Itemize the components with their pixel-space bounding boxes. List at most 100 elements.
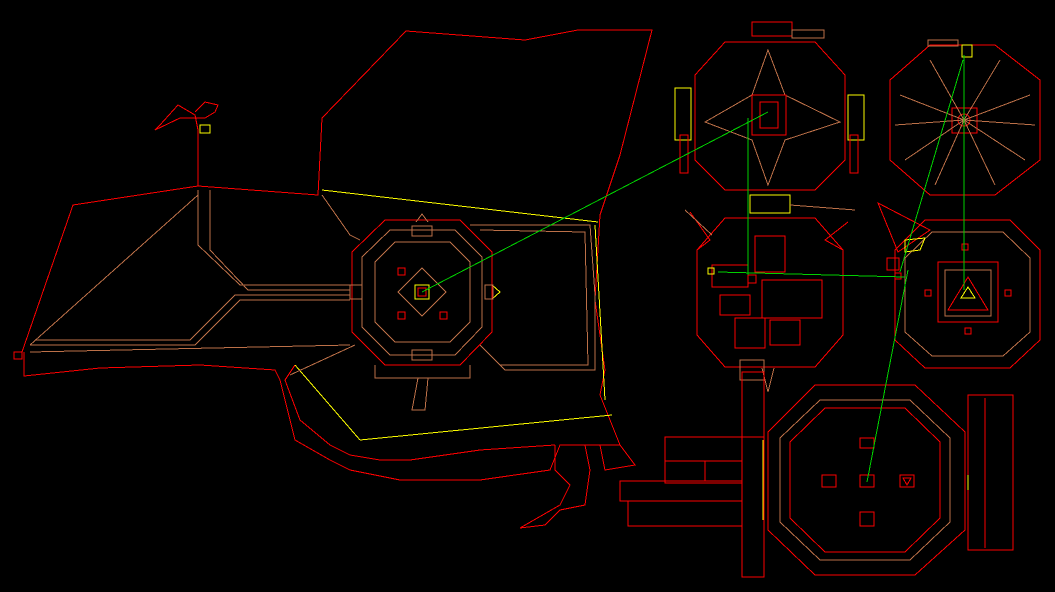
hub-pillar-se bbox=[439, 311, 448, 320]
east-yard-step bbox=[470, 224, 596, 371]
cliff-step-1 bbox=[294, 364, 361, 441]
arena-east-hall bbox=[967, 394, 1014, 551]
machine-room-box-b bbox=[711, 264, 749, 288]
star-room-north-ext bbox=[791, 29, 825, 39]
hub-inner-ring bbox=[361, 229, 483, 356]
south-east-arena bbox=[767, 384, 1014, 576]
machine-room-box-a bbox=[754, 235, 786, 273]
arena-box-n bbox=[859, 437, 875, 449]
arena-box-w bbox=[821, 474, 837, 488]
pyramid-room-inner bbox=[904, 231, 1031, 357]
pyramid-room-west-door[interactable] bbox=[886, 257, 900, 271]
courtyard-outer-wall bbox=[21, 29, 653, 481]
hub-south-stairs bbox=[411, 349, 433, 361]
hub-east-door[interactable] bbox=[484, 284, 494, 300]
pyramid-room-marker-n bbox=[961, 243, 969, 251]
hub-south-stair bbox=[411, 377, 429, 411]
arena-box-c bbox=[859, 474, 875, 488]
star-room-inner bbox=[759, 101, 779, 129]
machine-room-south-door[interactable] bbox=[739, 359, 765, 381]
pyramid-room-west-spike bbox=[877, 201, 931, 253]
hub-east-arrow bbox=[491, 284, 501, 300]
fan-room-spokes bbox=[894, 59, 1036, 186]
hub-outer-wall bbox=[351, 219, 493, 366]
hub-floor bbox=[374, 241, 471, 343]
pyramid-room-marker-s bbox=[964, 327, 972, 335]
machine-room-nw-spike-step bbox=[684, 209, 713, 236]
cliff-step-3 bbox=[289, 344, 356, 376]
teleport-fan-to-pyramid-west bbox=[899, 59, 964, 273]
fan-room-north-ledge bbox=[927, 39, 959, 47]
star-room-south-box bbox=[749, 194, 791, 214]
machine-room-box-f bbox=[769, 319, 801, 346]
north-path-step-inner bbox=[209, 190, 350, 291]
south-tower-ledge bbox=[599, 444, 636, 471]
spire-marker bbox=[199, 124, 211, 134]
teleport-pyramid-to-arena bbox=[866, 269, 909, 483]
corridor-branch-1 bbox=[664, 436, 743, 462]
east-yard-step-inner bbox=[479, 229, 589, 366]
southwest-cliff bbox=[284, 364, 556, 461]
hub-pillar-nw bbox=[397, 267, 406, 276]
star-room-outer bbox=[694, 41, 846, 191]
arena-inner bbox=[779, 399, 951, 561]
corridor-branch-2 bbox=[664, 460, 743, 484]
star-room-core bbox=[751, 94, 787, 136]
pyramid-room-west-switch[interactable] bbox=[894, 272, 902, 280]
fan-room-north-switch[interactable] bbox=[961, 44, 973, 58]
north-ledge-yellow bbox=[321, 189, 599, 223]
east-pyramid-room bbox=[877, 201, 1041, 369]
teleport-lines bbox=[421, 55, 965, 483]
cliff-step-2 bbox=[359, 414, 613, 441]
machine-room-key bbox=[747, 274, 757, 284]
hub-north-stairs bbox=[411, 225, 433, 237]
corridor-branch-4 bbox=[627, 500, 743, 527]
pyramid-room-marker-e bbox=[1004, 289, 1012, 297]
star-room-east-door[interactable] bbox=[847, 94, 865, 141]
machine-room-switch[interactable] bbox=[707, 267, 715, 275]
machine-room-ne-spike bbox=[824, 221, 849, 251]
hub-pillar-sw bbox=[397, 311, 406, 320]
machine-room-box-c bbox=[761, 279, 823, 319]
east-machine-room bbox=[684, 194, 856, 393]
arena-floor bbox=[789, 407, 941, 553]
star-room-west-door[interactable] bbox=[674, 87, 692, 141]
hub-teleporter[interactable] bbox=[414, 284, 430, 300]
pyramid-room-outer bbox=[894, 219, 1041, 369]
corridor-branch-3 bbox=[619, 480, 743, 502]
north-path-step bbox=[197, 190, 350, 286]
west-switch bbox=[13, 351, 23, 360]
south-corridor bbox=[619, 371, 765, 578]
courtyard-edge bbox=[29, 344, 351, 353]
teleport-hub-to-star bbox=[421, 111, 769, 293]
hub-west-door[interactable] bbox=[349, 284, 363, 300]
arena-outer bbox=[767, 384, 966, 576]
north-fan-room bbox=[889, 39, 1041, 196]
north-spire-wall bbox=[154, 101, 219, 186]
pyramid-room-exit[interactable] bbox=[960, 286, 976, 299]
teleport-machine-to-pyramid bbox=[717, 271, 906, 278]
north-ledge-step bbox=[321, 194, 361, 241]
star-room-star bbox=[703, 48, 842, 187]
hub-north-arrow bbox=[415, 213, 429, 223]
star-room-north-box bbox=[751, 21, 793, 37]
south-tower-wall bbox=[519, 444, 591, 529]
main-courtyard bbox=[13, 29, 653, 529]
arena-arrow-e bbox=[902, 477, 912, 487]
pyramid-room-dais bbox=[937, 261, 999, 323]
north-star-room bbox=[674, 21, 865, 214]
machine-room-north-box bbox=[749, 194, 791, 214]
fan-room-outer bbox=[889, 44, 1041, 196]
central-octagon-hub bbox=[349, 213, 501, 411]
pyramid-room-marker-w bbox=[924, 289, 932, 297]
courtyard-ridge bbox=[29, 194, 199, 346]
pyramid-room-dais-inner bbox=[944, 269, 992, 317]
machine-room-box-e bbox=[734, 317, 766, 349]
machine-room-north-line bbox=[789, 204, 856, 211]
west-path-step-inner bbox=[35, 294, 350, 341]
star-room-east-post bbox=[849, 134, 859, 174]
corridor-shaft bbox=[741, 371, 765, 578]
west-path-step bbox=[30, 299, 350, 346]
pyramid-room-west-spike-inner bbox=[904, 237, 926, 253]
